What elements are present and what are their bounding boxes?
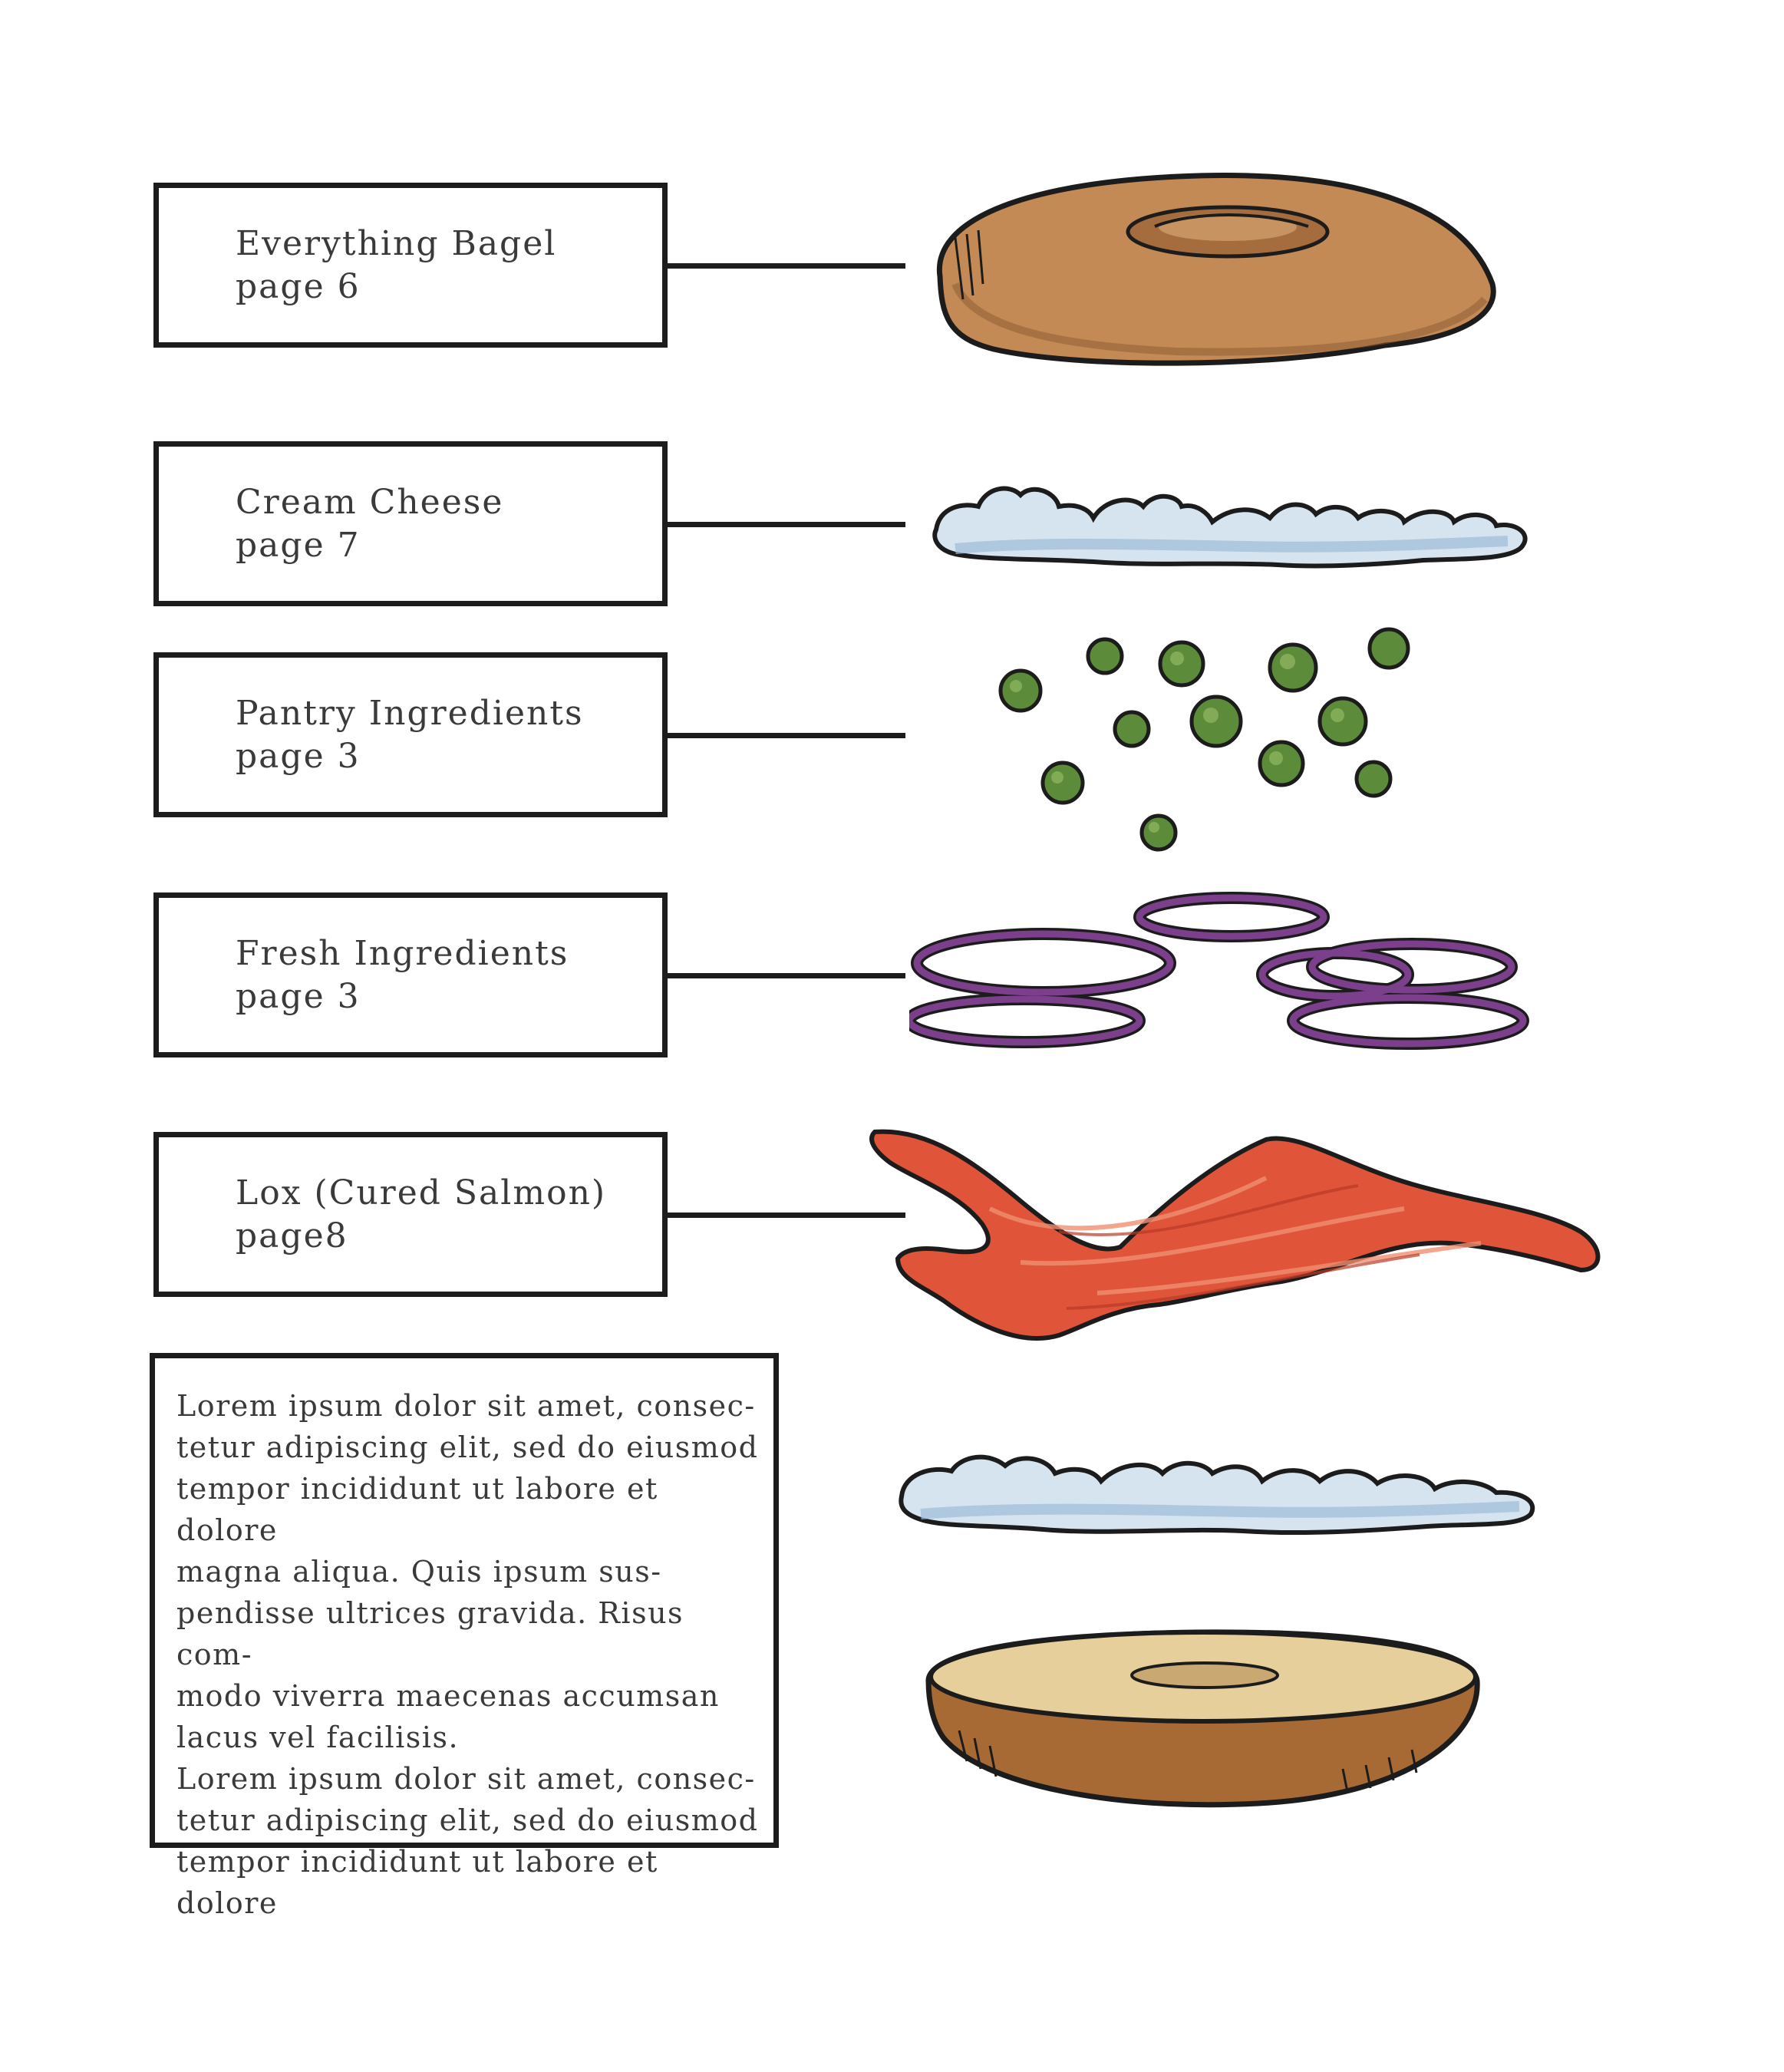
connector-line	[668, 1213, 905, 1218]
connector-line	[668, 522, 905, 527]
cream-cheese-bottom-icon	[890, 1424, 1550, 1546]
salmon-slices-icon	[867, 1117, 1611, 1347]
connector-line	[668, 263, 905, 269]
label-box-lox: Lox (Cured Salmon) page8	[153, 1132, 668, 1297]
red-onion-rings-icon	[909, 883, 1546, 1082]
capers-icon	[982, 614, 1443, 875]
label-page: page 6	[236, 267, 361, 306]
bagel-bottom-icon	[913, 1615, 1496, 1815]
label-page: page 3	[236, 737, 361, 776]
label-box-fresh-ingredients: Fresh Ingredients page 3	[153, 892, 668, 1057]
label-page: page 3	[236, 977, 361, 1016]
label-title: Pantry Ingredients	[236, 694, 584, 733]
description-text: Lorem ipsum dolor sit amet, consec- tetu…	[176, 1389, 759, 1920]
description-box: Lorem ipsum dolor sit amet, consec- tetu…	[150, 1353, 779, 1920]
bagel-top-icon	[925, 153, 1508, 384]
connector-line	[668, 733, 905, 738]
label-box-pantry-ingredients: Pantry Ingredients page 3	[153, 652, 668, 817]
cream-cheese-icon	[925, 460, 1538, 583]
label-title: Cream Cheese	[236, 483, 504, 522]
label-page: page8	[236, 1216, 348, 1255]
label-page: page 7	[236, 526, 361, 565]
connector-line	[668, 973, 905, 978]
label-box-cream-cheese: Cream Cheese page 7	[153, 441, 668, 606]
label-box-everything-bagel: Everything Bagel page 6	[153, 183, 668, 348]
label-title: Everything Bagel	[236, 224, 557, 263]
label-title: Fresh Ingredients	[236, 934, 569, 973]
label-title: Lox (Cured Salmon)	[236, 1173, 607, 1213]
